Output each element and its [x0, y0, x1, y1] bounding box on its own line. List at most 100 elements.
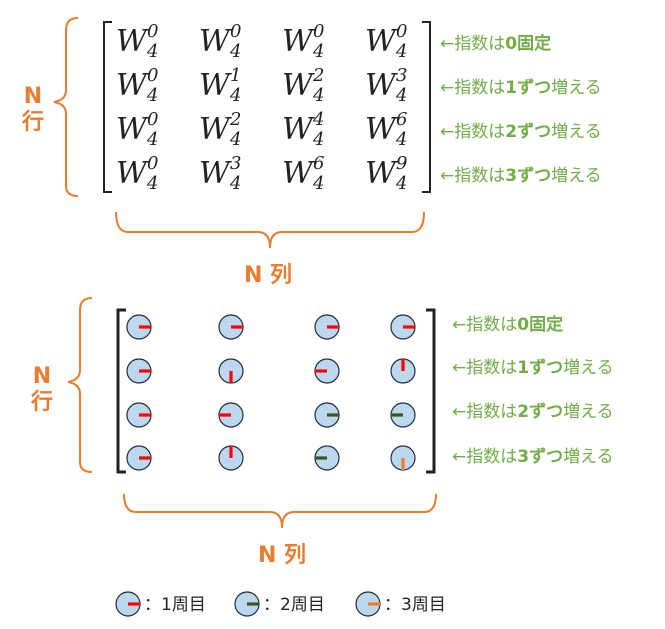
- phase-circle: [218, 402, 244, 428]
- phase-circle: [234, 591, 260, 617]
- phase-circle: [390, 358, 416, 384]
- twiddle-exponent: 0: [147, 153, 158, 174]
- row-notes-bottom: ←指数は0固定←指数は1ずつ増える←指数は2ずつ増える←指数は3ずつ増える: [452, 314, 614, 467]
- phase-circle: [355, 591, 381, 617]
- cols-brace-top: [115, 211, 425, 249]
- twiddle-sub: 4: [229, 173, 241, 194]
- twiddle-exponent: 3: [396, 65, 407, 86]
- twiddle-base: W: [116, 112, 149, 147]
- twiddle-sub: 4: [146, 41, 158, 62]
- legend-label: ：1周目: [144, 595, 206, 615]
- twiddle-sub: 4: [146, 129, 158, 150]
- phase-circle: [126, 445, 152, 471]
- matrix-left-bracket: [103, 21, 112, 193]
- twiddle-base: W: [282, 112, 315, 147]
- twiddle-base: W: [365, 156, 398, 191]
- twiddle-base: W: [282, 68, 315, 103]
- twiddle-exponent: 6: [313, 153, 324, 174]
- circle-matrix-left-bracket: [116, 308, 126, 474]
- legend-label: ：2周目: [263, 595, 325, 615]
- rows-brace-top: [53, 17, 79, 197]
- twiddle-sub: 4: [395, 41, 407, 62]
- twiddle-exponent: 0: [396, 21, 407, 42]
- twiddle-base: W: [116, 68, 149, 103]
- row-note: ←指数は3ずつ増える: [452, 447, 614, 467]
- twiddle-base: W: [199, 156, 232, 191]
- matrix-right-bracket: [422, 21, 431, 193]
- twiddle-exponent: 9: [396, 153, 407, 174]
- twiddle-base: W: [282, 24, 315, 59]
- phase-circle: [126, 402, 152, 428]
- twiddle-exponent: 6: [396, 109, 407, 130]
- twiddle-base: W: [116, 156, 149, 191]
- twiddle-exponent: 0: [230, 21, 241, 42]
- cols-label-bottom: N 列: [258, 543, 306, 568]
- legend-item: ：1周目: [115, 591, 206, 617]
- twiddle-sub: 4: [146, 85, 158, 106]
- cols-label-top: N 列: [244, 263, 292, 288]
- rows-label-word: 行: [21, 109, 44, 135]
- twiddle-sub: 4: [395, 129, 407, 150]
- legend: ：1周目 ：2周目 ：3周目: [115, 591, 446, 617]
- twiddle-base: W: [365, 68, 398, 103]
- twiddle-exponent: 0: [147, 109, 158, 130]
- rows-label-n: N: [24, 84, 42, 109]
- twiddle-base: W: [116, 24, 149, 59]
- phase-circle: [218, 314, 244, 340]
- cols-brace-bottom: [123, 493, 437, 529]
- legend-label: ：3周目: [384, 595, 446, 615]
- twiddle-base: W: [199, 112, 232, 147]
- legend-item: ：2周目: [234, 591, 325, 617]
- twiddle-exponent: 2: [312, 65, 324, 86]
- twiddle-exponent: 0: [147, 65, 158, 86]
- phase-circle: [218, 358, 244, 384]
- phase-circle: [126, 358, 152, 384]
- twiddle-sub: 4: [229, 41, 241, 62]
- phase-circle: [390, 314, 416, 340]
- phase-circle-matrix: [126, 314, 416, 471]
- row-notes-top: ←指数は0固定←指数は1ずつ増える←指数は2ずつ増える←指数は3ずつ増える: [440, 33, 602, 186]
- phase-circle: [314, 445, 340, 471]
- twiddle-sub: 4: [229, 129, 241, 150]
- phase-circle: [314, 314, 340, 340]
- twiddle-sub: 4: [312, 85, 324, 106]
- twiddle-base: W: [365, 24, 398, 59]
- twiddle-exponent: 2: [229, 109, 241, 130]
- rows-label-n-bottom: N: [33, 364, 51, 389]
- twiddle-base: W: [199, 68, 232, 103]
- phase-circle: [390, 445, 416, 471]
- twiddle-sub: 4: [229, 85, 241, 106]
- twiddle-base: W: [199, 24, 232, 59]
- twiddle-exponent: 0: [147, 21, 158, 42]
- phase-circle: [314, 358, 340, 384]
- row-note: ←指数は2ずつ増える: [452, 402, 614, 422]
- row-note: ←指数は2ずつ増える: [440, 122, 602, 142]
- row-note: ←指数は0固定: [452, 314, 563, 335]
- twiddle-sub: 4: [395, 85, 407, 106]
- phase-circle: [390, 402, 416, 428]
- phase-circle: [218, 445, 244, 471]
- twiddle-exponent: 4: [312, 109, 324, 130]
- twiddle-base: W: [282, 156, 315, 191]
- twiddle-sub: 4: [312, 129, 324, 150]
- row-note: ←指数は0固定: [440, 33, 551, 54]
- row-note: ←指数は1ずつ増える: [440, 78, 602, 98]
- twiddle-exponent: 3: [230, 153, 241, 174]
- twiddle-exponent: 0: [313, 21, 324, 42]
